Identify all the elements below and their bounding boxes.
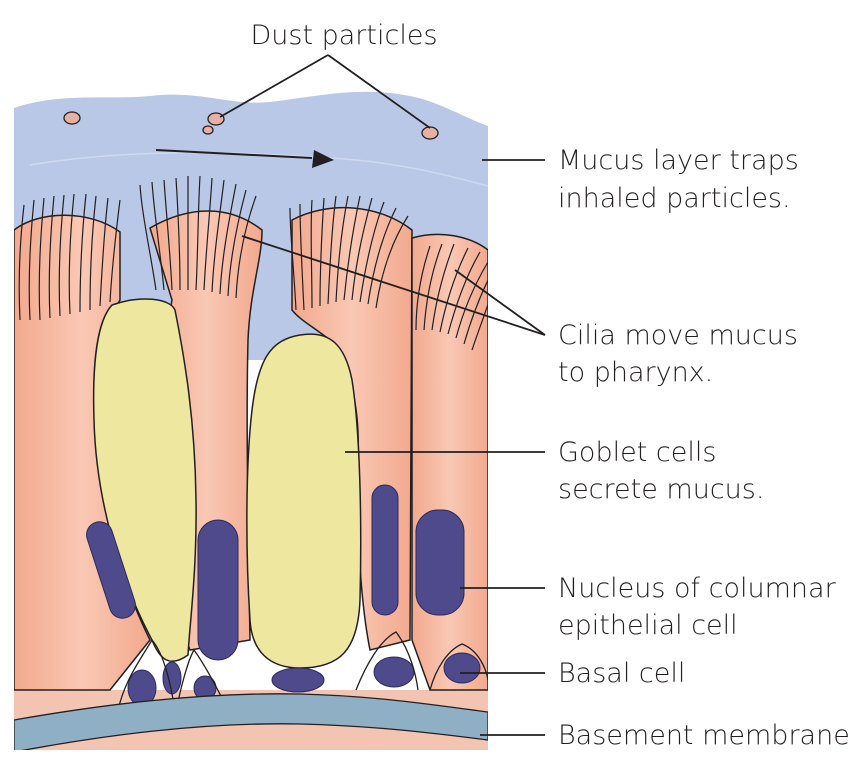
mucus-flow-arrow	[155, 149, 334, 168]
label-mucus-layer-line2: inhaled particles.	[558, 183, 791, 214]
basal-cells	[117, 631, 488, 713]
mucus-flow-line	[29, 151, 488, 187]
label-nucleus-line1: Nucleus of columnar	[558, 573, 837, 604]
label-dust-particles: Dust particles	[250, 20, 437, 51]
basement-membrane	[14, 693, 488, 750]
label-nucleus-line2: epithelial cell	[558, 610, 738, 641]
label-cilia-line2: to pharynx.	[558, 357, 713, 388]
label-basal-cell: Basal cell	[558, 658, 685, 689]
goblet-cell	[246, 333, 362, 669]
leader-lines	[219, 54, 546, 736]
label-basement-membrane: Basement membrane	[558, 720, 850, 751]
label-mucus-layer-line1: Mucus layer traps	[558, 145, 799, 176]
nuclei	[86, 484, 481, 707]
label-cilia-line1: Cilia move mucus	[558, 320, 798, 351]
label-goblet-line2: secrete mucus.	[558, 474, 764, 505]
label-goblet-line1: Goblet cells	[558, 437, 716, 468]
goblet-cell	[92, 298, 197, 662]
cilia	[18, 175, 488, 351]
